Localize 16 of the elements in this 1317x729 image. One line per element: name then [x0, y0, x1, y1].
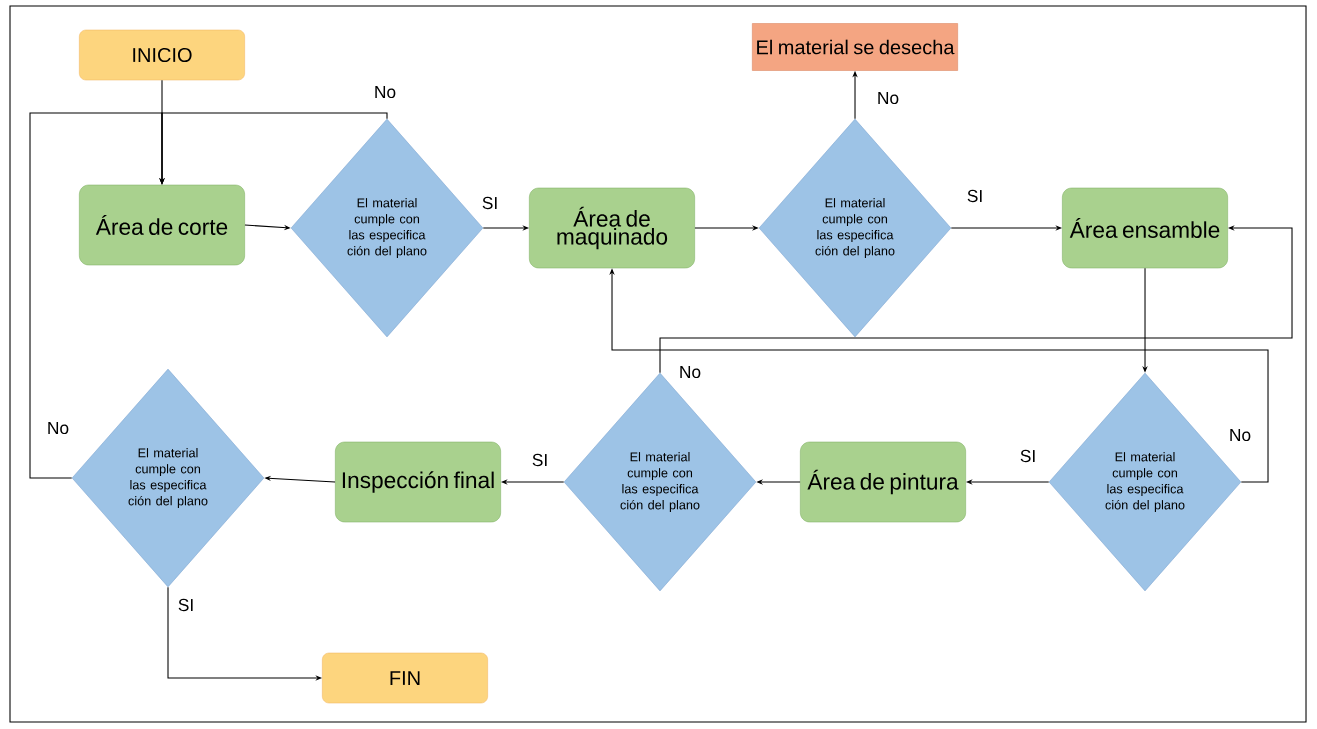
end-box: El material se desecha	[752, 23, 958, 71]
process-box: Inspección final	[335, 441, 501, 523]
terminal-box: FIN	[322, 652, 488, 704]
edge-label: SI	[1018, 448, 1038, 464]
process-box: Área de maquinado	[529, 187, 695, 269]
edge-label: SI	[176, 597, 196, 613]
arrow	[29, 112, 165, 479]
edge-label: No	[45, 420, 71, 436]
edge-label: SI	[530, 452, 550, 468]
edge-label: SI	[965, 188, 985, 204]
process-box: Área de corte	[79, 184, 245, 266]
edge-label: No	[875, 90, 901, 106]
process-box: Área de pintura	[800, 441, 966, 523]
process-box: Área ensamble	[1062, 187, 1228, 269]
terminal-box: INICIO	[79, 29, 245, 81]
edge-label: No	[372, 84, 398, 100]
